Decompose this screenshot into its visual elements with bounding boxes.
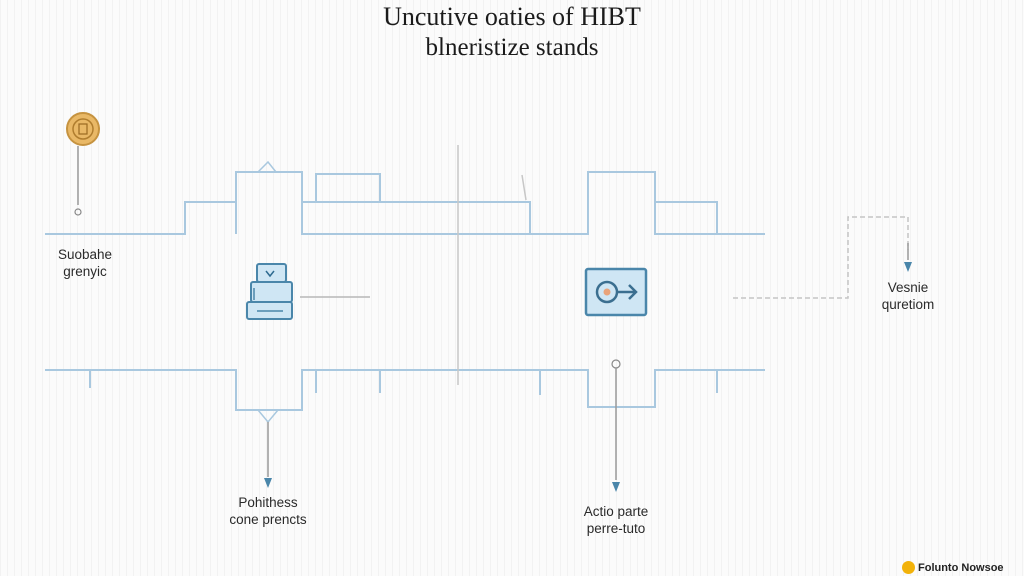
sun-logo-icon (902, 561, 915, 574)
target-arrow-icon (584, 267, 648, 317)
lower-flow-line (45, 369, 765, 411)
label-top-left: Suobahe grenyic (40, 246, 130, 280)
upper-inner-steps (184, 173, 718, 234)
coin-icon (66, 112, 100, 216)
machine-icon (246, 263, 293, 320)
footer-brand-text: Folunto Nowsoe (918, 561, 1004, 574)
title-line-2: blneristize stands (425, 34, 599, 61)
label-bottom-right-line-1: Actio parte (583, 504, 649, 519)
label-bottom-right: Actio parte perre-tuto (568, 503, 664, 537)
label-bottom-left-line-1: Pohithess (238, 495, 298, 510)
right-pointer (904, 243, 912, 272)
lower-ticks (89, 370, 718, 407)
label-bottom-left: Pohithess cone prencts (216, 494, 320, 528)
footer-brand: Folunto Nowsoe (902, 561, 1004, 574)
label-top-left-line-2: grenyic (63, 264, 107, 279)
center-divider-2 (521, 174, 527, 201)
label-right-line-1: Vesnie (887, 280, 929, 295)
label-bottom-left-line-2: cone prencts (229, 512, 307, 527)
label-bottom-right-line-2: perre-tuto (586, 521, 646, 536)
label-right: Vesnie quretiom (862, 279, 954, 313)
label-top-left-line-1: Suobahe (57, 247, 113, 262)
upper-notch (257, 160, 277, 173)
bottom-left-pointer (264, 422, 272, 488)
lower-notch (257, 409, 279, 424)
bottom-right-pointer (611, 359, 621, 492)
right-dashed-connector (733, 216, 909, 299)
title-line-1: Uncutive oaties of HIBT (383, 2, 641, 31)
label-right-line-2: quretiom (881, 297, 935, 312)
